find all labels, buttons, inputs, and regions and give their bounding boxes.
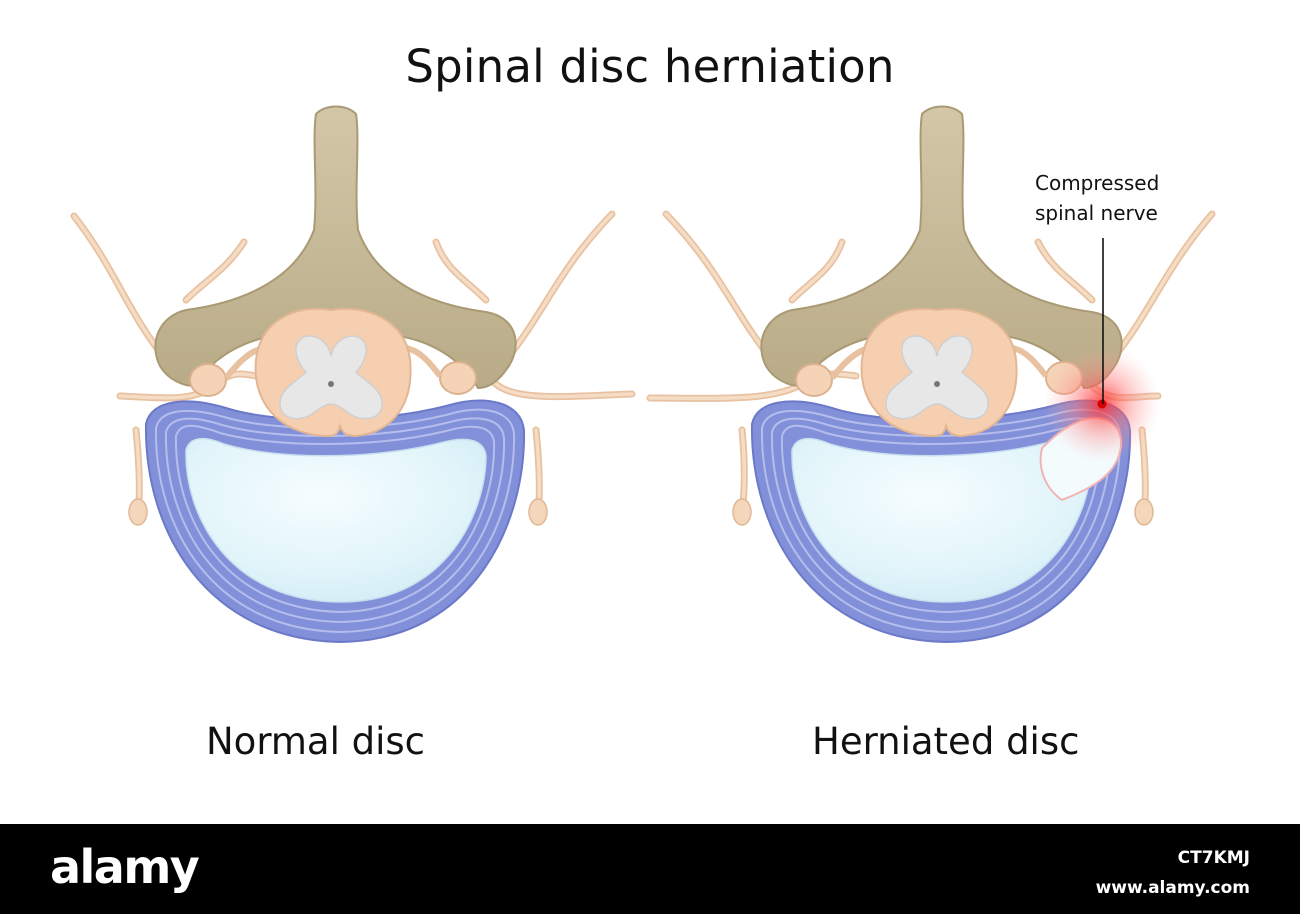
dorsal-root-ganglion bbox=[795, 363, 833, 397]
herniated-vertebra bbox=[646, 105, 1216, 643]
nerve-ending bbox=[528, 498, 548, 526]
compression-point bbox=[1097, 399, 1107, 409]
normal-disc-caption: Normal disc bbox=[206, 720, 426, 763]
image-id: CT7KMJ bbox=[1177, 848, 1250, 868]
normal-vertebra bbox=[70, 105, 636, 643]
dorsal-root-ganglion bbox=[439, 361, 477, 395]
page-title: Spinal disc herniation bbox=[405, 40, 895, 93]
dorsal-root-ganglion bbox=[189, 363, 227, 397]
spinal-cord bbox=[860, 307, 1018, 437]
callout-line-1: Compressed bbox=[1035, 171, 1160, 195]
callout-line-2: spinal nerve bbox=[1035, 201, 1158, 225]
image-id-block: CT7KMJ www.alamy.com bbox=[1096, 843, 1250, 903]
herniated-disc-caption: Herniated disc bbox=[812, 720, 1080, 763]
normal-disc-shape bbox=[144, 399, 526, 643]
nerve-ending bbox=[128, 498, 148, 526]
compressed-nerve-callout: Compressed spinal nerve bbox=[1035, 168, 1159, 228]
anatomy-illustration bbox=[70, 105, 1216, 643]
watermark-footer-bar bbox=[0, 824, 1300, 914]
nerve-ending bbox=[1134, 498, 1154, 526]
site-url: www.alamy.com bbox=[1095, 878, 1250, 898]
alamy-logo: alamy bbox=[50, 840, 200, 894]
nerve-ending bbox=[732, 498, 752, 526]
spinal-cord bbox=[254, 307, 412, 437]
illustration-canvas bbox=[70, 105, 1216, 643]
